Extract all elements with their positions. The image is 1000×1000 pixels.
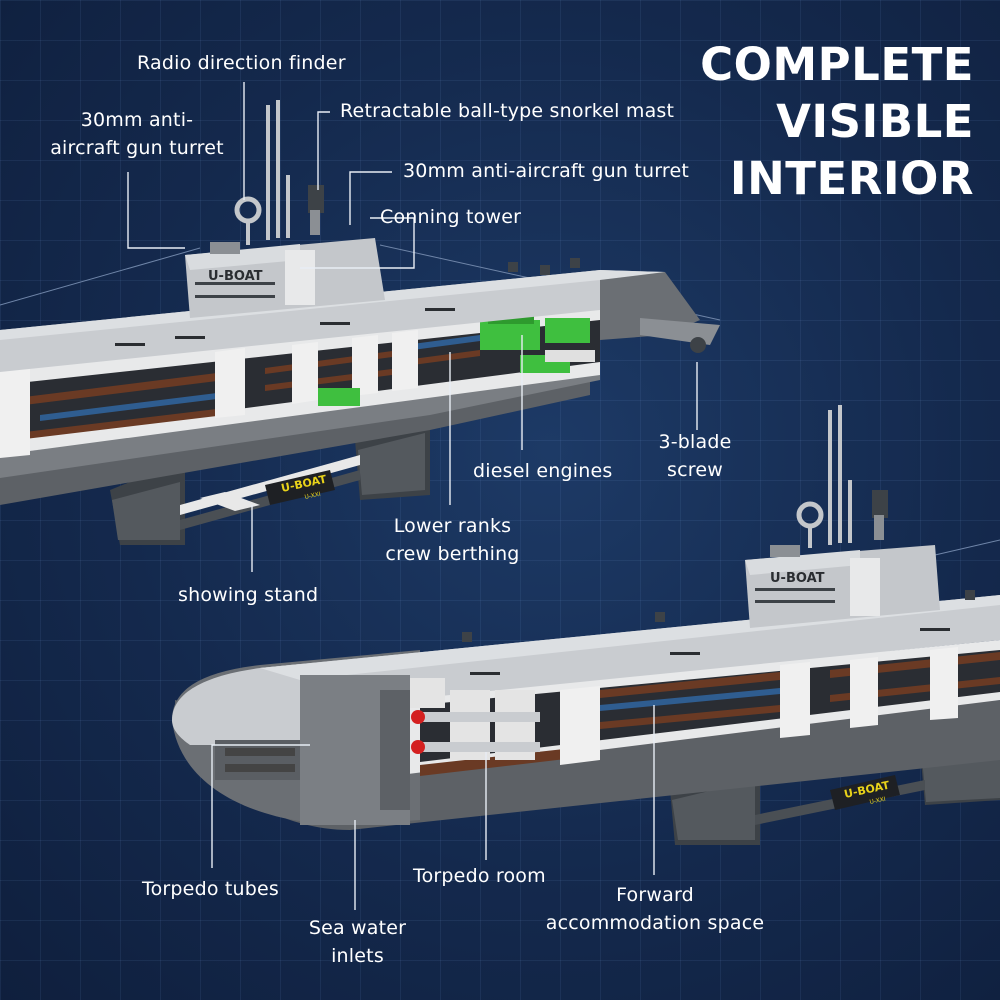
label-aa-gun-turret-left: 30mm anti- aircraft gun turret [42,106,232,162]
label-snorkel-mast: Retractable ball-type snorkel mast [340,100,675,122]
top-submarine-model: U-BOAT U-BOAT U-XXI [0,100,720,545]
label-sea-water-inlets: Sea water inlets [295,914,420,970]
top-masts [266,100,290,240]
torpedo-room-model [405,678,540,760]
headline-line-2: VISIBLE [776,95,974,148]
label-line: inlets [331,945,384,967]
label-three-blade-screw: 3-blade screw [640,428,750,484]
callout-leader-lines [127,82,698,910]
rigging-line [0,247,201,306]
label-radio-direction-finder: Radio direction finder [137,52,346,74]
label-line: accommodation space [545,912,765,934]
label-forward-accommodation-space: Forward accommodation space [540,881,770,937]
label-line: 3-blade [658,431,732,453]
label-torpedo-room: Torpedo room [413,865,546,887]
label-line: Lower ranks [393,515,512,537]
bottom-submarine-model: U-BOAT U-BOAT U-XXI [172,405,1000,845]
label-line: 30mm anti- [80,109,194,131]
top-conning-tower: U-BOAT [185,238,385,318]
hull-badge: U-BOAT [770,571,825,586]
label-line: aircraft gun turret [50,137,224,159]
rigging-line [934,539,1000,556]
headline: COMPLETE VISIBLE INTERIOR [700,36,974,207]
label-line: Forward [616,884,694,906]
label-lower-ranks-crew-berthing: Lower ranks crew berthing [375,512,530,568]
bottom-masts [828,405,852,545]
headline-line-1: COMPLETE [700,38,974,91]
label-line: crew berthing [385,543,520,565]
bottom-conning-tower: U-BOAT [745,545,940,628]
label-line: Sea water [308,917,407,939]
svg-text:U-XXI: U-XXI [869,796,887,806]
headline-line-3: INTERIOR [729,152,974,205]
label-torpedo-tubes: Torpedo tubes [142,878,280,900]
label-diesel-engines: diesel engines [473,460,613,482]
svg-text:U-XXI: U-XXI [304,491,322,501]
bottom-stand-plaque: U-BOAT U-XXI [830,775,900,810]
label-aa-gun-turret-right: 30mm anti-aircraft gun turret [403,160,690,182]
label-showing-stand: showing stand [178,584,319,606]
hull-badge: U-BOAT [208,269,263,284]
label-line: screw [667,459,723,481]
label-conning-tower: Conning tower [380,206,522,228]
